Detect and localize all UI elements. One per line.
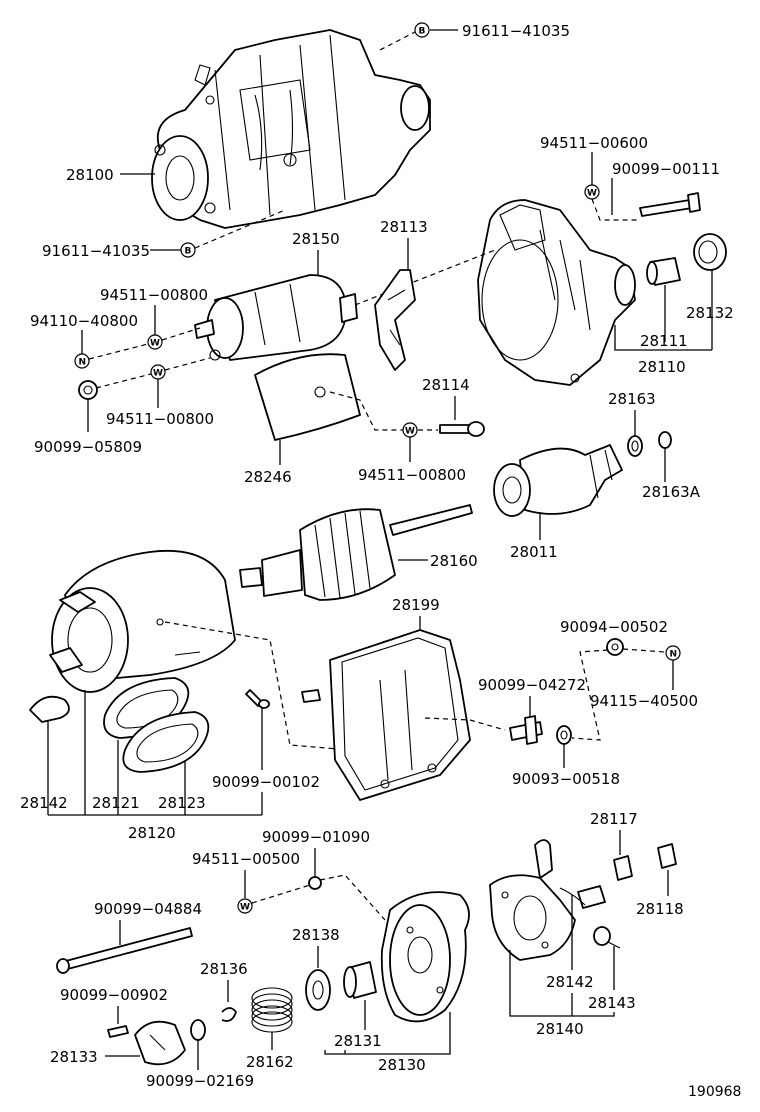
part-label-90099-02169: 90099−02169 <box>146 1072 254 1090</box>
part-label-28100: 28100 <box>66 166 114 184</box>
armature-28160-illustration <box>239 504 473 601</box>
brush-28117-illustration <box>613 855 633 881</box>
part-label-28163a: 28163A <box>642 483 701 501</box>
screw-90099-00902-illustration <box>107 1025 129 1038</box>
part-label-90099-00111: 90099−00111 <box>612 160 720 178</box>
part-label-28114: 28114 <box>422 376 470 394</box>
part-label-90099-04884: 90099−04884 <box>94 900 202 918</box>
collar-28163-illustration <box>627 435 643 457</box>
part-label-28138: 28138 <box>292 926 340 944</box>
nut-90099-01090-illustration <box>308 876 322 890</box>
nut-90099-05809-illustration <box>78 380 98 400</box>
part-label-28160: 28160 <box>430 552 478 570</box>
nut-n-badge-icon <box>74 353 90 369</box>
terminal-bolt-90099-04272-illustration <box>509 715 543 745</box>
part-label-94511-00600: 94511−00600 <box>540 134 648 152</box>
part-label-28133: 28133 <box>50 1048 98 1066</box>
screw-90099-00102-illustration <box>245 689 270 709</box>
pin-28114-illustration <box>439 421 485 437</box>
bearing-28131-illustration <box>343 961 377 999</box>
part-label-94511-00500: 94511−00500 <box>192 850 300 868</box>
part-label-28150: 28150 <box>292 230 340 248</box>
ring-28163a-illustration <box>658 431 672 449</box>
part-label-28162: 28162 <box>246 1053 294 1071</box>
part-label-28113: 28113 <box>380 218 428 236</box>
svg-text:W: W <box>587 189 597 199</box>
part-label-90099-00902: 90099−00902 <box>60 986 168 1004</box>
svg-text:N: N <box>79 358 87 368</box>
svg-text:W: W <box>240 903 250 913</box>
svg-text:W: W <box>153 369 163 379</box>
part-label-28120: 28120 <box>128 824 176 842</box>
clip-28142-left-illustration <box>29 695 70 723</box>
part-label-94115-40500: 94115−40500 <box>590 692 698 710</box>
part-label-28117: 28117 <box>590 810 638 828</box>
part-label-28110: 28110 <box>638 358 686 376</box>
part-label-28131: 28131 <box>334 1032 382 1050</box>
gasket-28123-illustration <box>122 711 210 773</box>
washer-90099-02169-illustration <box>190 1019 206 1041</box>
washer-28138-illustration <box>305 969 331 1011</box>
part-label-90099-01090: 90099−01090 <box>262 828 370 846</box>
solenoid-illustration <box>194 274 358 361</box>
part-label-90093-00518: 90093−00518 <box>512 770 620 788</box>
part-label-91611-41035-left: 91611−41035 <box>42 242 150 260</box>
part-label-28011: 28011 <box>510 543 558 561</box>
part-label-28142-right: 28142 <box>546 973 594 991</box>
cover-28133-illustration <box>134 1020 186 1066</box>
part-label-90099-05809: 90099−05809 <box>34 438 142 456</box>
bolt-90099-00111-illustration <box>639 192 701 217</box>
plate-28199-illustration <box>301 629 471 801</box>
part-label-91611-41035-top: 91611−41035 <box>462 22 570 40</box>
part-label-28143: 28143 <box>588 994 636 1012</box>
part-label-28199: 28199 <box>392 596 440 614</box>
part-label-94511-00800-c: 94511−00800 <box>358 466 466 484</box>
washer-w-badge-icon <box>237 898 253 914</box>
clutch-28011-illustration <box>493 444 623 517</box>
bushing-28111-illustration <box>646 257 681 286</box>
part-label-28142-left: 28142 <box>20 794 68 812</box>
starter-assembly-illustration <box>151 29 431 229</box>
svg-text:W: W <box>150 339 160 349</box>
part-label-28111: 28111 <box>640 332 688 350</box>
nut-90094-00502-illustration <box>606 638 624 656</box>
clip-28136-illustration <box>221 1007 237 1022</box>
part-label-28130: 28130 <box>378 1056 426 1074</box>
part-label-28136: 28136 <box>200 960 248 978</box>
commutator-end-frame-28130-illustration <box>380 891 470 1023</box>
part-label-90099-04272: 90099−04272 <box>478 676 586 694</box>
brush-holder-28140-illustration <box>489 839 606 961</box>
part-label-28140: 28140 <box>536 1020 584 1038</box>
part-label-90094-00502: 90094−00502 <box>560 618 668 636</box>
brush-28118-illustration <box>657 843 677 869</box>
seal-28132-illustration <box>693 233 727 271</box>
part-label-28121: 28121 <box>92 794 140 812</box>
part-label-28118: 28118 <box>636 900 684 918</box>
bolt-b-badge-icon <box>414 22 430 38</box>
part-label-28246: 28246 <box>244 468 292 486</box>
part-label-94511-00800-b: 94511−00800 <box>106 410 214 428</box>
svg-text:N: N <box>670 650 678 660</box>
through-bolt-90099-04884-illustration <box>56 927 193 974</box>
svg-text:B: B <box>419 27 426 37</box>
part-label-28163: 28163 <box>608 390 656 408</box>
lever-28113-illustration <box>374 269 416 371</box>
drive-housing-illustration <box>477 199 636 386</box>
part-label-94110-40800: 94110−40800 <box>30 312 138 330</box>
svg-text:W: W <box>405 427 415 437</box>
spring-28143-illustration <box>593 926 621 949</box>
bolt-b-top-leader: B <box>379 22 458 51</box>
washer-90093-00518-illustration <box>556 725 572 745</box>
spring-28162-illustration <box>251 987 293 1033</box>
cover-28246-illustration <box>254 353 361 441</box>
diagram-reference-code: 190968 <box>688 1084 741 1100</box>
svg-text:B: B <box>185 247 192 257</box>
part-label-28123: 28123 <box>158 794 206 812</box>
part-label-28132: 28132 <box>686 304 734 322</box>
yoke-28120-illustration <box>49 549 236 693</box>
part-label-90099-00102: 90099−00102 <box>212 773 320 791</box>
washer-w-badge-icon <box>147 334 163 350</box>
part-label-94511-00800-a: 94511−00800 <box>100 286 208 304</box>
